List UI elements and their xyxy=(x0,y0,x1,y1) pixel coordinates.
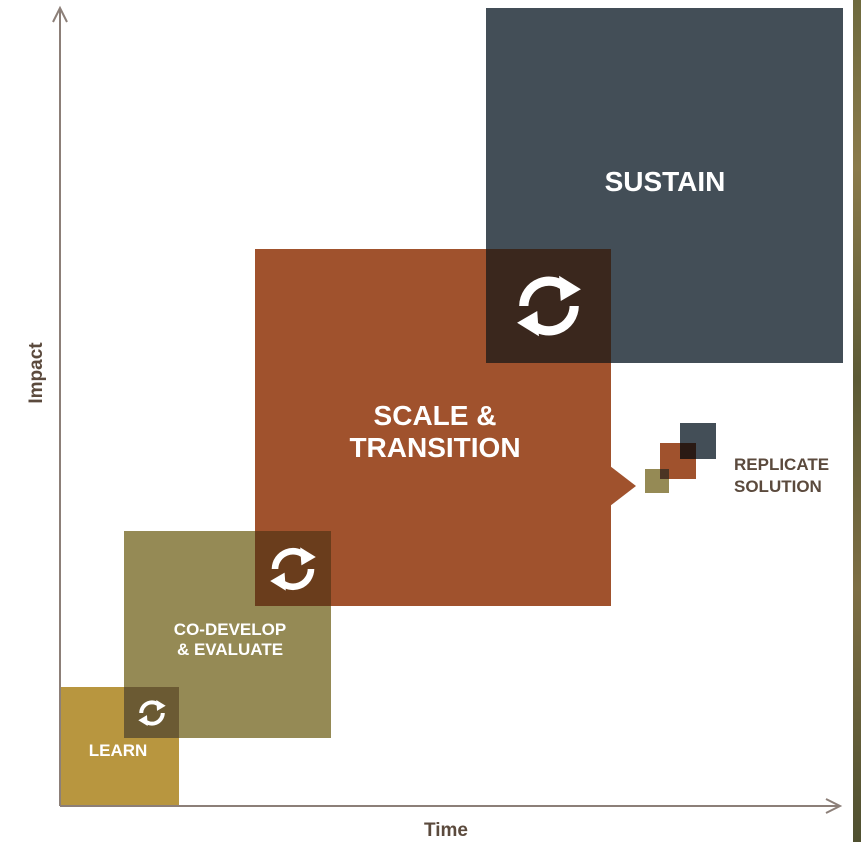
scale-label-line1: SCALE & xyxy=(373,400,497,431)
sustain-label: SUSTAIN xyxy=(604,166,726,197)
cycle-arrows-icon xyxy=(137,699,166,726)
edge-photo-strip xyxy=(853,0,861,842)
y-axis-arrowhead xyxy=(52,5,68,23)
replicate-label-line2: SOLUTION xyxy=(734,477,822,497)
scale-label: SCALE & TRANSITION xyxy=(320,400,550,464)
overlap-scale-sustain xyxy=(486,249,611,363)
scale-label-line2: TRANSITION xyxy=(349,432,521,464)
x-axis-arrowhead xyxy=(825,798,843,814)
scale-pointer xyxy=(610,466,636,506)
codevelop-label-line2: & EVALUATE xyxy=(176,639,284,659)
replicate-squares-icon xyxy=(645,423,717,493)
y-axis-label: Impact xyxy=(26,342,47,404)
replicate-label-line1: REPLICATE xyxy=(734,455,830,474)
overlap-learn-codevelop xyxy=(124,687,179,738)
replicate-overlap-dark-2 xyxy=(660,469,669,479)
replicate-overlap-dark-1 xyxy=(680,443,696,459)
replicate-label: REPLICATE SOLUTION xyxy=(734,454,829,498)
codevelop-label: CO-DEVELOP & EVALUATE xyxy=(150,620,310,659)
codevelop-label-line1: CO-DEVELOP xyxy=(173,620,287,639)
cycle-arrows-icon xyxy=(270,546,316,591)
learn-label: LEARN xyxy=(88,741,148,760)
overlap-codevelop-scale xyxy=(255,531,331,606)
cycle-arrows-icon xyxy=(516,275,581,337)
x-axis-label: Time xyxy=(424,820,469,841)
